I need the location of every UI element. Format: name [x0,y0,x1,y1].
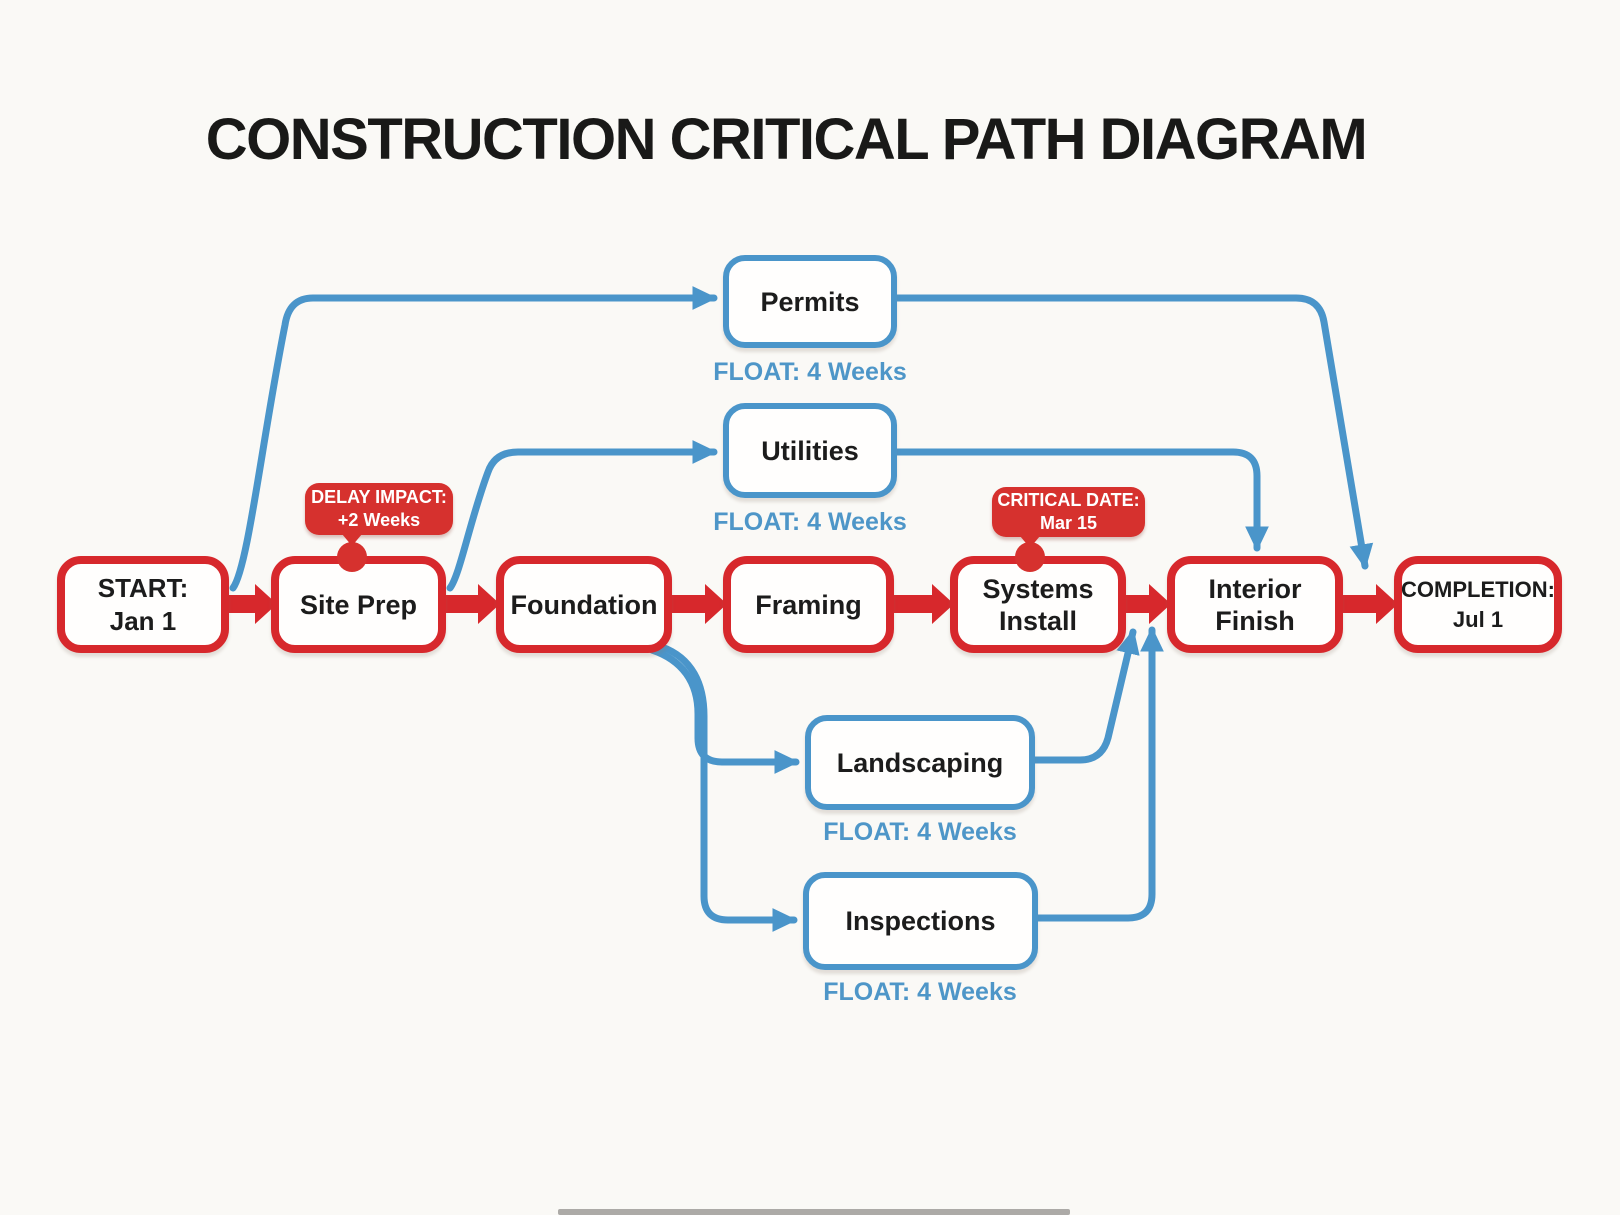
node-start: START: Jan 1 [57,556,229,653]
node-foundation-label: Foundation [510,589,658,620]
node-framing-label: Framing [755,589,862,620]
edge-permits-completion [893,294,1374,570]
node-inspections-label: Inspections [845,906,996,936]
node-landscaping-label: Landscaping [836,747,1004,778]
float-label-utilities: FLOAT: 4 Weeks [713,508,907,536]
callout-delay-impact-dot [337,542,367,572]
critical-arrow-foundation-framing [667,584,727,624]
edge-siteprep-utilities [446,440,718,592]
node-site-prep-label: Site Prep [299,589,418,620]
node-completion-line1: COMPLETION: [1401,576,1555,602]
node-systems-install: Systems Install [950,556,1126,653]
callout-critical-date: CRITICAL DATE: Mar 15 [992,487,1145,548]
node-completion: COMPLETION: Jul 1 [1394,556,1562,653]
float-label-inspections: FLOAT: 4 Weeks [823,978,1017,1006]
node-permits-label: Permits [760,286,860,317]
cropped-footer-artifact [558,1209,1070,1215]
callout-delay-impact-line2: +2 Weeks [337,510,421,530]
node-inspections: Inspections [803,872,1038,970]
edge-foundation-inspections [658,643,798,932]
node-framing: Framing [723,556,894,653]
critical-arrow-siteprep-foundation [441,584,500,624]
float-connectors [229,286,1374,932]
node-permits: Permits [723,255,897,348]
critical-path-arrows [222,584,1398,624]
node-systems-install-line1: Systems [982,573,1094,604]
node-systems-install-line2: Install [998,605,1078,636]
node-landscaping: Landscaping [805,715,1035,810]
node-interior-finish-line1: Interior [1208,573,1302,604]
edge-landscaping-interior [1031,628,1140,764]
critical-arrow-start-siteprep [222,584,277,624]
critical-arrow-systems-interior [1121,584,1171,624]
node-interior-finish-line2: Finish [1215,605,1295,636]
node-start-line2: Jan 1 [109,605,177,636]
node-utilities: Utilities [723,403,897,498]
float-label-landscaping: FLOAT: 4 Weeks [823,818,1017,846]
callout-delay-impact-line1: DELAY IMPACT: [311,487,447,507]
callout-critical-date-line1: CRITICAL DATE: [997,490,1140,510]
edge-inspections-interior [1034,626,1164,922]
edge-start-permits [229,286,718,592]
node-completion-line2: Jul 1 [1452,606,1504,632]
node-foundation: Foundation [496,556,672,653]
float-label-permits: FLOAT: 4 Weeks [713,358,907,386]
node-interior-finish: Interior Finish [1167,556,1343,653]
callout-critical-date-line2: Mar 15 [1039,513,1098,533]
diagram-title: CONSTRUCTION CRITICAL PATH DIAGRAM [205,107,1368,172]
callout-critical-date-dot [1015,542,1045,572]
critical-arrow-framing-systems [889,584,954,624]
node-utilities-label: Utilities [761,435,859,466]
edge-foundation-landscaping [648,646,800,774]
edge-utilities-interior [893,448,1269,552]
node-start-line1: START: [97,572,189,603]
node-site-prep: Site Prep [271,556,446,653]
critical-arrow-interior-completion [1338,584,1398,624]
callout-delay-impact: DELAY IMPACT: +2 Weeks [305,483,453,546]
